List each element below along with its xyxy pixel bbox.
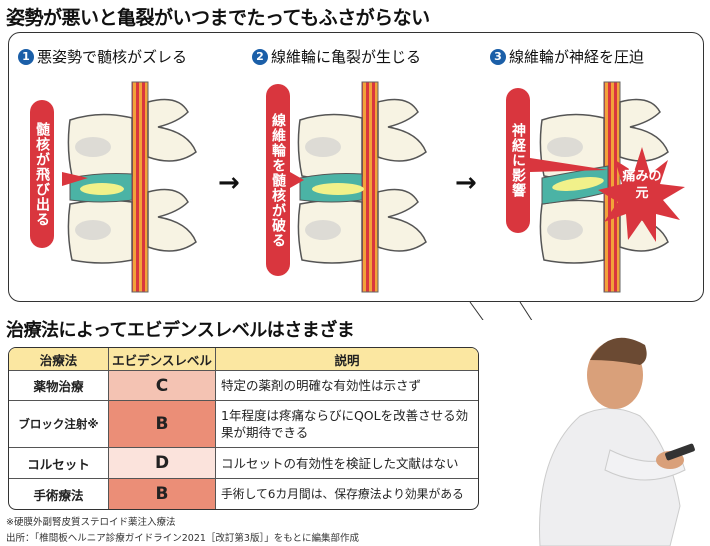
spine-step-2	[297, 81, 427, 293]
step-number-3: 3	[490, 48, 506, 65]
footnote: ※硬膜外副腎皮質ステロイド薬注入療法	[6, 517, 176, 528]
phone-icon	[665, 443, 695, 461]
diagram-panel	[8, 32, 704, 302]
level-cell: B	[109, 401, 216, 448]
table-title: 治療法によってエビデンスレベルはさまざま	[6, 320, 355, 341]
description-cell: 手術して6カ月間は、保存療法より効果がある	[221, 486, 464, 501]
person-using-phone-illustration	[539, 337, 695, 546]
description-cell: コルセットの有効性を検証した文献はない	[216, 448, 478, 479]
source-note: 出所：「椎間板ヘルニア診療ガイドライン2021［改訂第3版］」をもとに編集部作成	[6, 533, 360, 544]
step-heading-text: 線維輪に亀裂が生じる	[271, 48, 422, 66]
spine-step-3	[530, 81, 685, 293]
level-cell: B	[109, 479, 216, 509]
step-heading-text: 悪姿勢で髄核がズレる	[37, 48, 188, 66]
arrow-icon: →	[218, 168, 240, 198]
main-title: 姿勢が悪いと亀裂がいつまでたってもふさがらない	[6, 7, 430, 29]
label-step-1: 髄核が飛び出る	[30, 100, 54, 248]
table-row: 薬物治療 C 特定の薬剤の明確な有効性は示さず	[9, 371, 478, 401]
table-header-row: 治療法 エビデンスレベル 説明	[9, 348, 478, 371]
level-cell: D	[109, 448, 216, 479]
evidence-table: 治療法 エビデンスレベル 説明 薬物治療 C 特定の薬剤の明確な有効性は示さず …	[8, 347, 479, 510]
header-level: エビデンスレベル	[109, 348, 216, 371]
treatment-cell: 手術療法	[9, 479, 109, 509]
step-number-1: 1	[18, 48, 34, 65]
spine-illustrations	[62, 81, 685, 320]
step-heading-text: 線維輪が神経を圧迫	[509, 48, 645, 66]
description-cell: 1年程度は疼痛ならびにQOLを改善させる効果が期待できる	[216, 401, 478, 448]
header-treatment: 治療法	[9, 348, 109, 371]
level-cell: C	[109, 371, 216, 401]
arrow-icon: →	[455, 168, 477, 198]
pain-burst-icon	[598, 147, 685, 242]
label-step-3: 神経に影響	[506, 88, 530, 233]
spine-step-1	[67, 81, 197, 293]
table-row: コルセット D コルセットの有効性を検証した文献はない	[9, 448, 478, 479]
label-step-2: 線維輪を髄核が破る	[266, 84, 290, 276]
description-cell: 特定の薬剤の明確な有効性は示さず	[216, 371, 478, 401]
pain-source-label: 痛みの元	[622, 169, 662, 201]
table-row: 手術療法 B 手術して6カ月間は、保存療法より効果がある	[9, 479, 478, 509]
step-number-2: 2	[252, 48, 268, 65]
treatment-cell: コルセット	[9, 448, 109, 479]
table-row: ブロック注射※ B 1年程度は疼痛ならびにQOLを改善させる効果が期待できる	[9, 401, 478, 448]
treatment-cell: 薬物治療	[9, 371, 109, 401]
header-description: 説明	[216, 348, 478, 371]
treatment-cell: ブロック注射※	[9, 401, 109, 448]
